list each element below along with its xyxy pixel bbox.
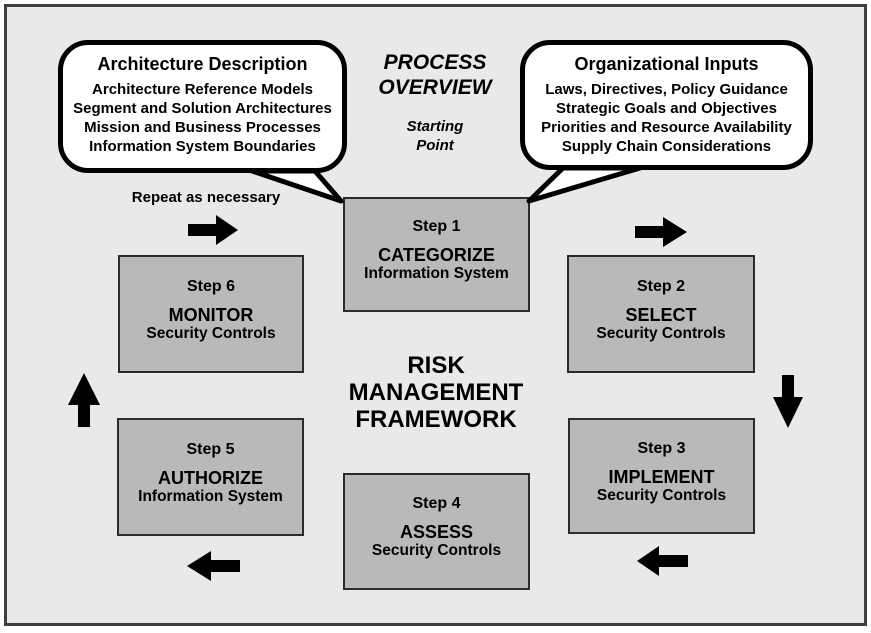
callout-line: Priorities and Resource Availability: [541, 119, 792, 136]
callout-line: Strategic Goals and Objectives: [556, 100, 777, 117]
starting-point-label: Starting Point: [406, 118, 464, 154]
callout-title: Architecture Description: [97, 54, 308, 74]
step-object: Security Controls: [146, 324, 276, 342]
step-1-categorize-box: Step 1 CATEGORIZE Information System: [343, 197, 530, 312]
step-action: AUTHORIZE: [158, 467, 263, 488]
callout-line: Laws, Directives, Policy Guidance: [545, 81, 788, 98]
step-object: Information System: [364, 265, 509, 282]
step-number: Step 3: [637, 439, 686, 457]
step-6-monitor-box: Step 6 MONITOR Security Controls: [118, 255, 304, 373]
step-number: Step 1: [412, 218, 461, 235]
step-object: Information System: [138, 487, 283, 505]
step-object: Security Controls: [371, 542, 502, 559]
step-action: CATEGORIZE: [378, 245, 495, 265]
step-5-authorize-box: Step 5 AUTHORIZE Information System: [117, 418, 304, 536]
step-object: Security Controls: [596, 324, 726, 342]
step-object: Security Controls: [596, 486, 727, 504]
step-number: Step 2: [636, 277, 685, 295]
callout-line: Architecture Reference Models: [92, 81, 313, 98]
step-number: Step 4: [412, 495, 461, 512]
step-4-assess-box: Step 4 ASSESS Security Controls: [343, 473, 530, 590]
step-action: IMPLEMENT: [608, 466, 715, 487]
step-action: MONITOR: [168, 304, 254, 325]
organizational-inputs-callout: Organizational Inputs Laws, Directives, …: [520, 40, 813, 170]
callout-line: Mission and Business Processes: [84, 119, 321, 136]
process-overview-heading: PROCESS OVERVIEW: [378, 51, 492, 99]
callout-line: Supply Chain Considerations: [561, 138, 772, 155]
step-action: SELECT: [625, 304, 697, 325]
step-action: ASSESS: [399, 522, 474, 542]
step-number: Step 5: [186, 440, 235, 458]
step-number: Step 6: [186, 277, 235, 295]
callout-line: Information System Boundaries: [89, 138, 316, 155]
risk-management-framework-title: RISK MANAGEMENT FRAMEWORK: [348, 352, 524, 433]
architecture-description-callout: Architecture Description Architecture Re…: [58, 40, 347, 173]
step-3-implement-box: Step 3 IMPLEMENT Security Controls: [568, 418, 755, 534]
repeat-as-necessary-label: Repeat as necessary: [131, 189, 281, 206]
callout-line: Segment and Solution Architectures: [73, 100, 332, 117]
callout-title: Organizational Inputs: [574, 54, 759, 74]
step-2-select-box: Step 2 SELECT Security Controls: [567, 255, 755, 373]
